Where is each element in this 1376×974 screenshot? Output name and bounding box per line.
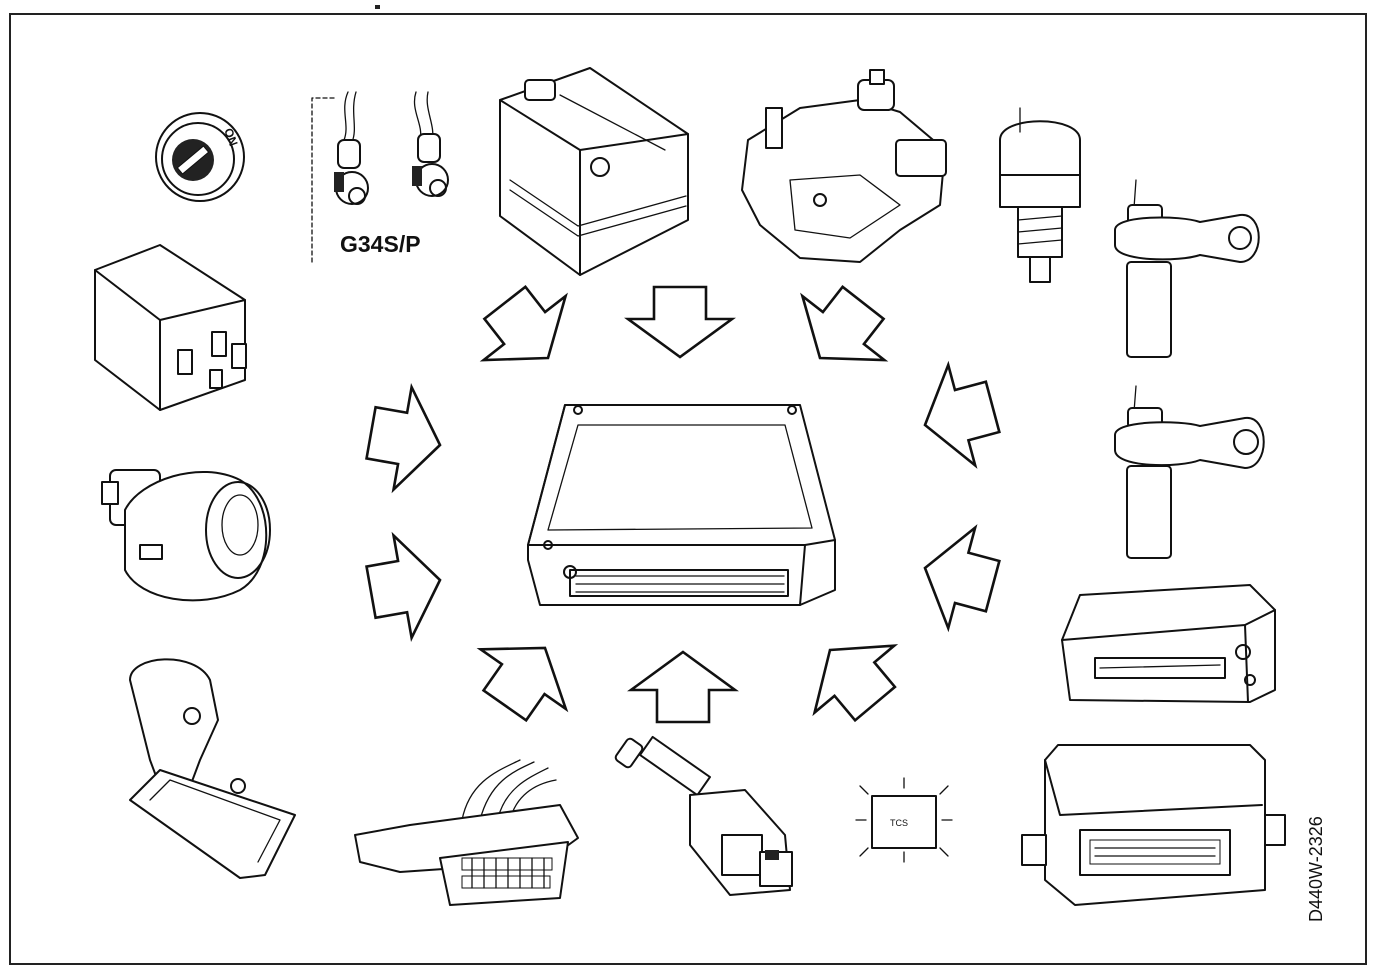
stop-lamp-switch-icon xyxy=(101,469,271,602)
arrow-left-upper-icon xyxy=(923,360,1001,469)
ignition-on-label: ON xyxy=(221,126,240,148)
speed-sensor-2-icon xyxy=(1114,385,1265,559)
gear-selector-icon xyxy=(129,658,296,879)
drawing-reference: D440W-2326 xyxy=(1306,816,1326,922)
wheel-sensor-code-label: G34S/P xyxy=(340,231,421,257)
tcs-lamp-label: TCS xyxy=(890,818,908,828)
arrow-up-icon xyxy=(627,650,739,724)
signal-arrows xyxy=(365,285,1001,724)
temperature-sensor-icon xyxy=(999,107,1081,283)
tcs-warning-lamp-icon: TCS xyxy=(855,777,953,863)
speed-sensor-1-icon xyxy=(1114,179,1260,358)
relay-icon xyxy=(94,244,247,411)
arrow-right-upper-icon xyxy=(365,383,442,494)
page-frame xyxy=(9,13,1367,965)
engine-control-unit-icon xyxy=(1061,584,1276,703)
transmission-control-unit-icon xyxy=(1021,744,1286,906)
arrow-down-left-icon xyxy=(800,285,889,362)
top-mark xyxy=(375,5,380,9)
battery-icon xyxy=(499,67,689,276)
arrow-right-lower-icon xyxy=(365,531,442,642)
brake-switch-icon xyxy=(614,735,793,896)
arrow-up-right-icon xyxy=(476,646,569,723)
diagnostic-connector-icon xyxy=(354,759,579,906)
ignition-switch-icon: ON xyxy=(155,112,245,202)
arrow-left-lower-icon xyxy=(923,524,1001,633)
arrow-down-right-icon xyxy=(479,285,568,362)
wheel-speed-sensors-icon: G34S/P xyxy=(311,91,449,263)
central-ecu-icon xyxy=(527,404,836,606)
throttle-position-sensor-icon xyxy=(741,69,947,263)
arrow-down-icon xyxy=(624,285,736,359)
arrow-up-left-icon xyxy=(812,644,899,723)
